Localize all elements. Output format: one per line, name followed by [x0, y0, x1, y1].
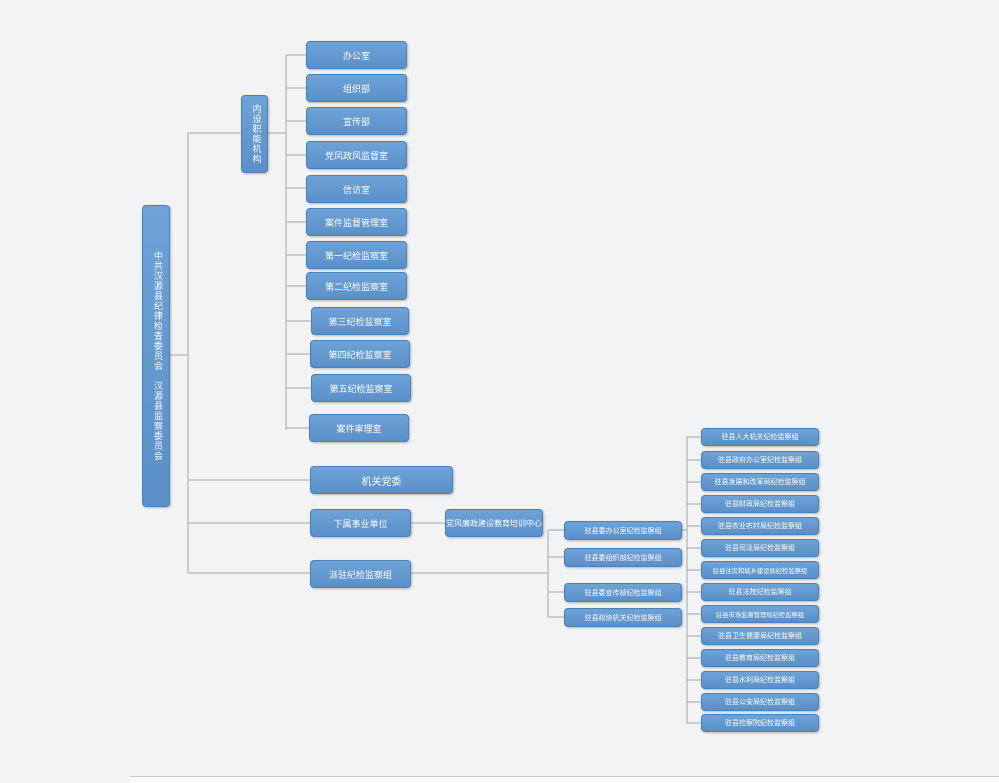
department-node: 信访室: [306, 175, 407, 203]
stationed-group-node: 驻县司法局纪检监察组: [701, 539, 819, 557]
stationed-group-node: 驻县市场监督管理局纪检监察组: [701, 605, 819, 623]
internal-group-node: 内设职能机构: [241, 95, 268, 173]
department-node: 第三纪检监察室: [311, 307, 409, 335]
affiliated-units-node: 下属事业单位: [310, 509, 411, 537]
stationed-group-node: 驻县卫生健康局纪检监察组: [701, 627, 819, 645]
root-node: 中共汉源县纪律检查委员会 汉源县监察委员会: [142, 205, 170, 507]
stationed-group-node: 驻县财政局纪检监察组: [701, 495, 819, 513]
canvas-bottom-edge: [130, 776, 999, 783]
dispatched-groups-node: 派驻纪检监察组: [310, 560, 411, 588]
stationed-group-node: 驻县法院纪检监察组: [701, 583, 819, 601]
dispatched-group-node: 驻县政协机关纪检监察组: [564, 608, 682, 627]
stationed-group-node: 驻县检察院纪检监察组: [701, 714, 819, 732]
department-node: 案件监督管理室: [306, 208, 407, 236]
department-node: 组织部: [306, 74, 407, 102]
department-node: 办公室: [306, 41, 407, 69]
department-node: 党风政风监督室: [306, 141, 407, 169]
department-node: 第二纪检监察室: [306, 272, 407, 300]
dispatched-group-node: 驻县委宣传部纪检监察组: [564, 583, 682, 602]
stationed-group-node: 驻县发展和改革局纪检监察组: [701, 473, 819, 491]
party-committee-node: 机关党委: [310, 466, 453, 494]
stationed-group-node: 驻县公安局纪检监察组: [701, 693, 819, 711]
department-node: 第五纪检监察室: [311, 374, 411, 402]
department-node: 第一纪检监察室: [306, 241, 407, 269]
department-node: 第四纪检监察室: [310, 340, 410, 368]
stationed-group-node: 驻县人大机关纪检监察组: [701, 428, 819, 446]
stationed-group-node: 驻县水利局纪检监察组: [701, 671, 819, 689]
department-node: 案件审理室: [309, 414, 409, 442]
department-node: 宣传部: [306, 107, 407, 135]
stationed-group-node: 驻县教育局纪检监察组: [701, 649, 819, 667]
stationed-group-node: 驻县住房和城乡建设局纪检监察组: [701, 561, 819, 579]
training-center-node: 党风廉政建设教育培训中心: [445, 509, 543, 537]
dispatched-group-node: 驻县委组织部纪检监察组: [564, 548, 682, 567]
stationed-group-node: 驻县政府办公室纪检监察组: [701, 451, 819, 469]
stationed-group-node: 驻县农业农村局纪检监察组: [701, 517, 819, 535]
dispatched-group-node: 驻县委办公室纪检监察组: [564, 521, 682, 540]
